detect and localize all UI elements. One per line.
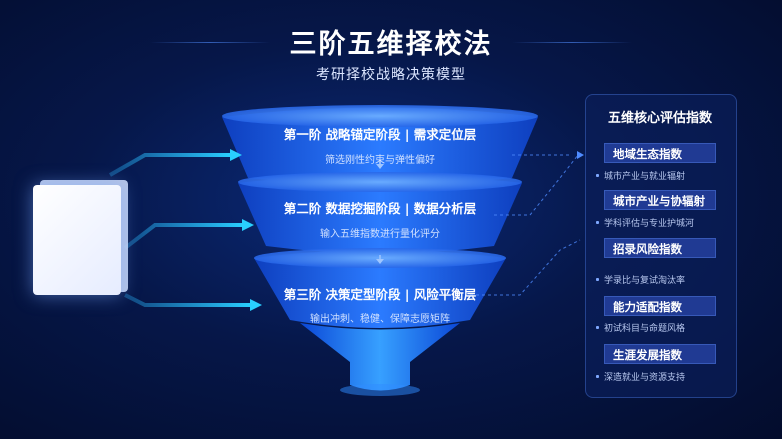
input-arrow-3 (124, 293, 262, 311)
tier-2-title: 第二阶 数据挖掘阶段 | 数据分析层 (283, 201, 477, 216)
index-item-desc: 深造就业与资源支持 (604, 373, 686, 383)
bullet-icon (596, 375, 599, 378)
spout-glow (340, 384, 420, 396)
funnel-spout (300, 323, 460, 391)
index-item-label: 能力适配指数 (604, 296, 716, 316)
tier-1-body (222, 107, 538, 186)
index-item-desc: 学录比与复试淘汰率 (604, 276, 686, 286)
down-arrow-icon (376, 164, 384, 169)
bullet-icon (596, 221, 599, 224)
input-arrow-1 (109, 149, 242, 177)
bullet-icon (596, 278, 599, 281)
tier-3-desc: 输出冲刺、稳健、保障志愿矩阵 (310, 314, 450, 325)
index-item-label: 城市产业与协辐射 (604, 190, 716, 210)
connectors (470, 154, 581, 296)
index-item-label: 招录风险指数 (604, 238, 716, 258)
panel-title: 五维核心评估指数 (607, 111, 712, 126)
connector-arrow-icon (577, 151, 584, 159)
index-item-label: 生涯发展指数 (604, 344, 716, 364)
tier-2-top (238, 172, 522, 192)
bullet-icon (596, 326, 599, 329)
index-item-desc: 城市产业与就业辐射 (604, 172, 686, 182)
page-subtitle: 考研择校战略决策模型 (316, 67, 466, 83)
index-item-label: 地域生态指数 (604, 143, 716, 163)
title-deco-left (150, 42, 270, 43)
title-deco-right (512, 42, 632, 43)
document-icon (33, 185, 121, 295)
tier-3-title: 第三阶 决策定型阶段 | 风险平衡层 (283, 287, 477, 302)
index-item-desc: 初试科目与命题风格 (604, 324, 686, 334)
tier-1-title: 第一阶 战略锚定阶段 | 需求定位层 (283, 127, 477, 142)
down-arrow-icon (376, 259, 384, 264)
tier-2-desc: 输入五维指数进行量化评分 (320, 229, 440, 240)
tier-1-top (222, 105, 538, 127)
bullet-icon (596, 174, 599, 177)
tier-1-desc: 筛选刚性约束与弹性偏好 (325, 155, 435, 166)
tier-3-body (254, 250, 506, 328)
page-title: 三阶五维择校法 (289, 29, 493, 60)
input-arrow-2 (123, 219, 254, 250)
index-item-desc: 学科评估与专业护城河 (604, 219, 695, 229)
tier-2-body (238, 174, 522, 254)
